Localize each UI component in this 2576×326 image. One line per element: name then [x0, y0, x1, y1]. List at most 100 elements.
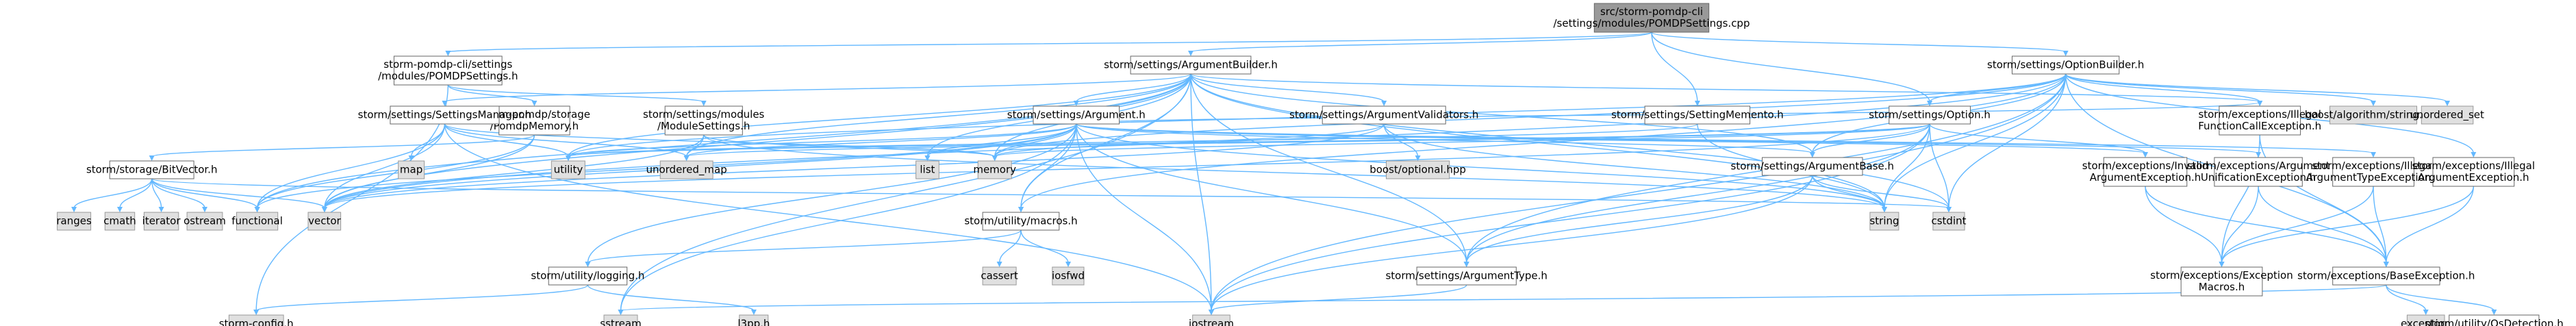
- node-box: [548, 266, 628, 286]
- edge-arrowhead: [117, 207, 123, 212]
- node-argumentvalidators[interactable]: storm/settings/ArgumentValidators.h: [1289, 105, 1478, 125]
- node-unordered-map[interactable]: unordered_map: [646, 160, 727, 179]
- edge-optionbuilder-to-cstdint: [1948, 73, 2067, 209]
- node-ostream[interactable]: ostream: [184, 212, 226, 231]
- edge-argumentbuilder-to-illegalfunctioncall: [1190, 73, 2260, 103]
- node-settingmemento[interactable]: storm/settings/SettingMemento.h: [1611, 105, 1784, 125]
- node-box: [2406, 314, 2445, 326]
- edge-illegalfunctioncall-to-exceptionmacros: [2221, 134, 2260, 264]
- edge-illegalargument-to-exceptionmacros: [2221, 186, 2474, 264]
- node-exception[interactable]: exception: [2401, 314, 2451, 326]
- node-box: [236, 212, 279, 231]
- edge-arrowhead: [1065, 262, 1071, 267]
- node-label: ostream: [184, 215, 226, 227]
- node-label: cstdint: [1931, 215, 1966, 227]
- node-argumentunification[interactable]: storm/exceptions/ArgumentUnificationExce…: [2187, 157, 2330, 187]
- edge-optionbuilder-to-illegalfunctioncall: [2065, 73, 2260, 103]
- edge-arrowhead: [2219, 262, 2225, 267]
- node-pomdpmemory[interactable]: storm-pomdp/storage/PomdpMemory.h: [479, 105, 590, 136]
- node-argumentbase[interactable]: storm/settings/ArgumentBase.h: [1731, 157, 1895, 176]
- node-list[interactable]: list: [916, 160, 939, 179]
- node-label: boost/algorithm/string.hpp: [2305, 109, 2442, 121]
- node-logging[interactable]: storm/utility/logging.h: [531, 266, 644, 286]
- node-boost-algorithm[interactable]: boost/algorithm/string.hpp: [2305, 105, 2442, 125]
- node-argumenttype[interactable]: storm/settings/ArgumentType.h: [1385, 266, 1548, 286]
- node-baseexception[interactable]: storm/exceptions/BaseException.h: [2297, 266, 2475, 286]
- node-src[interactable]: src/storm-pomdp-cli/settings/modules/POM…: [1554, 3, 1750, 33]
- node-label: l3pp.h: [737, 318, 770, 326]
- node-bitvector[interactable]: storm/storage/BitVector.h: [86, 160, 218, 179]
- edge-argumentbuilder-to-argumentvalidators: [1190, 73, 1385, 103]
- node-option[interactable]: storm/settings/Option.h: [1869, 105, 1991, 125]
- edge-option-to-argumentbase: [1812, 123, 1930, 154]
- edge-settingsmanager-to-memory: [444, 123, 996, 158]
- edge-option-to-argumenttype: [1466, 123, 1930, 264]
- node-illegalargumenttype[interactable]: storm/exceptions/IllegalArgumentTypeExce…: [2306, 157, 2441, 187]
- node-argument[interactable]: storm/settings/Argument.h: [1007, 105, 1146, 125]
- node-osdetection[interactable]: storm/utility/OsDetection.h: [2425, 314, 2564, 326]
- node-box: [398, 160, 425, 179]
- node-label: src/storm-pomdp-cli: [1600, 5, 1703, 18]
- node-label: ranges: [56, 215, 92, 227]
- node-settingsmanager[interactable]: storm/settings/SettingsManager.h: [358, 105, 531, 125]
- node-argumentbuilder[interactable]: storm/settings/ArgumentBuilder.h: [1104, 55, 1278, 75]
- edge-argumentvalidators-to-vector: [324, 123, 1385, 209]
- edge-arrowhead: [2423, 310, 2429, 315]
- node-illegalfunctioncall[interactable]: storm/exceptions/IllegalFunctionCallExce…: [2198, 105, 2321, 136]
- node-label: storm/exceptions/Invalid: [2082, 160, 2208, 172]
- edge-arrowhead: [1188, 51, 1194, 56]
- node-vector[interactable]: vector: [307, 212, 342, 231]
- edge-illegalargumenttype-to-exceptionmacros: [2221, 186, 2374, 264]
- node-string[interactable]: string: [1869, 212, 1899, 231]
- node-iosfwd[interactable]: iosfwd: [1052, 266, 1085, 286]
- node-map[interactable]: map: [398, 160, 425, 179]
- node-box: [2180, 266, 2263, 297]
- node-l3pp[interactable]: l3pp.h: [737, 314, 770, 326]
- node-cmath[interactable]: cmath: [103, 212, 136, 231]
- node-ranges[interactable]: ranges: [56, 212, 92, 231]
- node-label: unordered_map: [646, 164, 727, 177]
- nodes: src/storm-pomdp-cli/settings/modules/POM…: [56, 3, 2564, 326]
- node-sstream[interactable]: sstream: [600, 314, 642, 326]
- node-modulesettings[interactable]: storm/settings/modules/ModuleSettings.h: [643, 105, 765, 136]
- edge-arrowhead: [1463, 262, 1469, 267]
- edge-arrowhead: [1946, 207, 1952, 212]
- node-macros[interactable]: storm/utility/macros.h: [964, 212, 1078, 231]
- node-box: [1192, 314, 1230, 326]
- node-memory[interactable]: memory: [973, 160, 1016, 179]
- node-cassert[interactable]: cassert: [981, 266, 1018, 286]
- node-label: storm/settings/SettingMemento.h: [1611, 109, 1784, 121]
- node-label: ArgumentTypeException.h: [2306, 171, 2441, 184]
- node-box: [307, 212, 342, 231]
- node-label: storm/exceptions/BaseException.h: [2297, 270, 2475, 282]
- edge-argumentbuilder-to-argumenttype: [1190, 73, 1467, 264]
- node-box: [390, 105, 500, 125]
- node-label: unordered_set: [2410, 109, 2484, 122]
- node-optionbuilder[interactable]: storm/settings/OptionBuilder.h: [1987, 55, 2144, 75]
- node-cstdint[interactable]: cstdint: [1931, 212, 1967, 231]
- node-iterator[interactable]: iterator: [142, 212, 181, 231]
- node-label: storm/settings/SettingsManager.h: [358, 109, 531, 121]
- edge-argumentbase-to-iostream: [1211, 175, 1813, 312]
- edge-option-to-cstdint: [1929, 123, 1949, 209]
- node-stormconfig[interactable]: storm-config.h: [219, 314, 294, 326]
- node-invalidargument[interactable]: storm/exceptions/InvalidArgumentExceptio…: [2082, 157, 2208, 187]
- node-functional[interactable]: functional: [231, 212, 283, 231]
- node-box: [1322, 105, 1446, 125]
- edge-argumentbuilder-to-iostream: [1190, 73, 1212, 312]
- node-unordered-set[interactable]: unordered_set: [2410, 105, 2484, 125]
- edge-optionbuilder-to-string: [1884, 73, 2067, 209]
- edge-macros-to-cassert: [998, 229, 1022, 264]
- node-label: storm-config.h: [219, 318, 294, 326]
- edge-argument-to-unordered-map: [685, 123, 1077, 158]
- node-pomdpsettings-h[interactable]: storm-pomdp-cli/settings/modules/POMDPSe…: [378, 55, 518, 86]
- edge-argumentbase-to-cstdint: [1812, 175, 1949, 209]
- node-utility[interactable]: utility: [551, 160, 585, 179]
- edge-bitvector-to-ostream: [151, 178, 205, 209]
- node-iostream[interactable]: iostream: [1189, 314, 1234, 326]
- node-boost-optional[interactable]: boost/optional.hpp: [1369, 160, 1466, 179]
- edge-arrowhead: [149, 155, 155, 161]
- node-illegalargument[interactable]: storm/exceptions/IllegalArgumentExceptio…: [2412, 157, 2536, 187]
